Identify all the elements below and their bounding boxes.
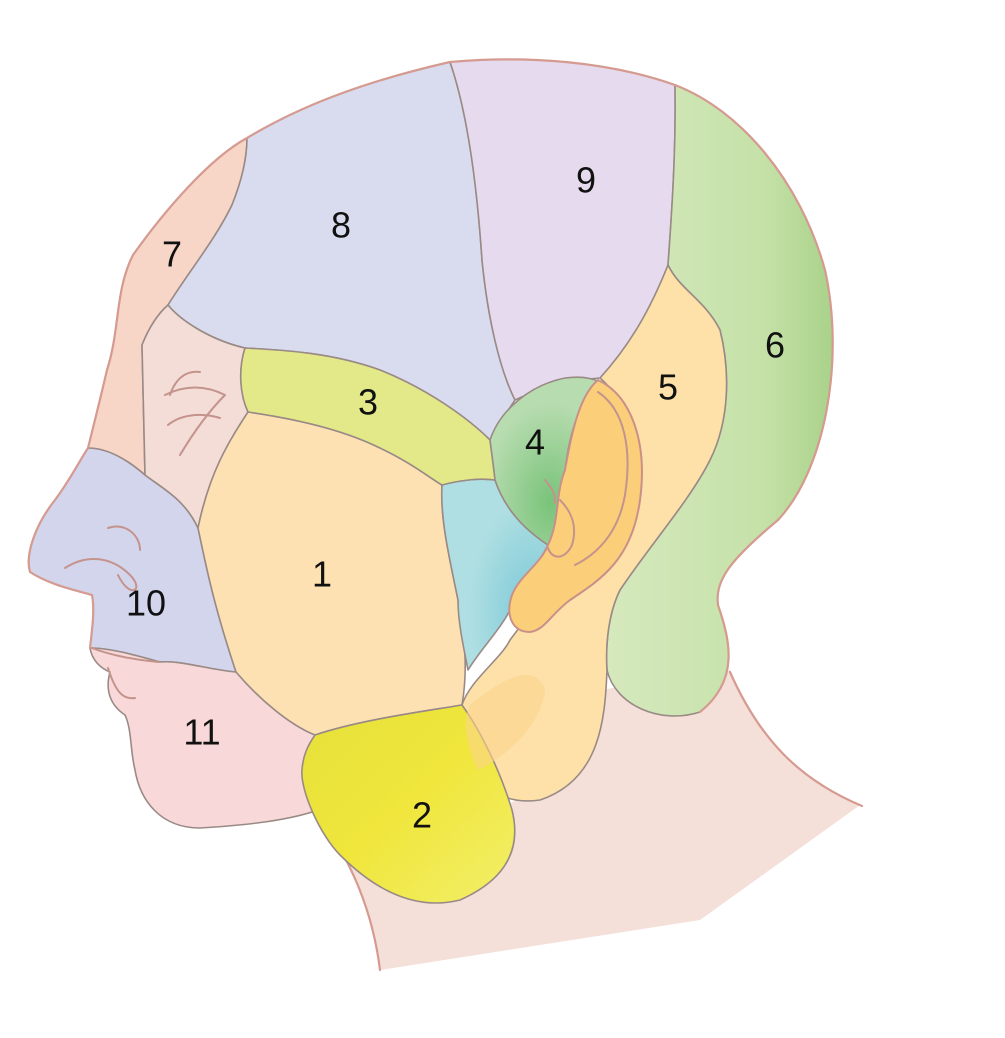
region-label-9: 9 <box>576 160 596 201</box>
neck-back-outline <box>728 670 864 808</box>
region-label-5: 5 <box>658 367 678 408</box>
ear-lower-glow <box>465 674 545 770</box>
region-label-6: 6 <box>765 325 785 366</box>
mouth-line <box>91 647 159 700</box>
region-label-3: 3 <box>358 382 378 423</box>
ear-helix-line <box>574 391 629 566</box>
region-label-11: 11 <box>183 712 220 753</box>
head-outline <box>27 58 834 714</box>
region-label-8: 8 <box>331 205 351 246</box>
region-label-1: 1 <box>312 554 332 595</box>
region-label-4: 4 <box>525 422 545 463</box>
region-label-7: 7 <box>162 234 182 275</box>
nostril-line <box>64 525 141 592</box>
region-label-2: 2 <box>412 795 432 836</box>
eye-line <box>164 370 226 456</box>
ear-antihelix-line <box>547 499 576 558</box>
region-3 <box>239 347 496 486</box>
region-2 <box>301 704 516 904</box>
ear-shape <box>508 378 643 634</box>
region-label-10: 10 <box>126 583 166 624</box>
region-11 <box>89 647 319 829</box>
ear-concha-line <box>544 479 557 504</box>
